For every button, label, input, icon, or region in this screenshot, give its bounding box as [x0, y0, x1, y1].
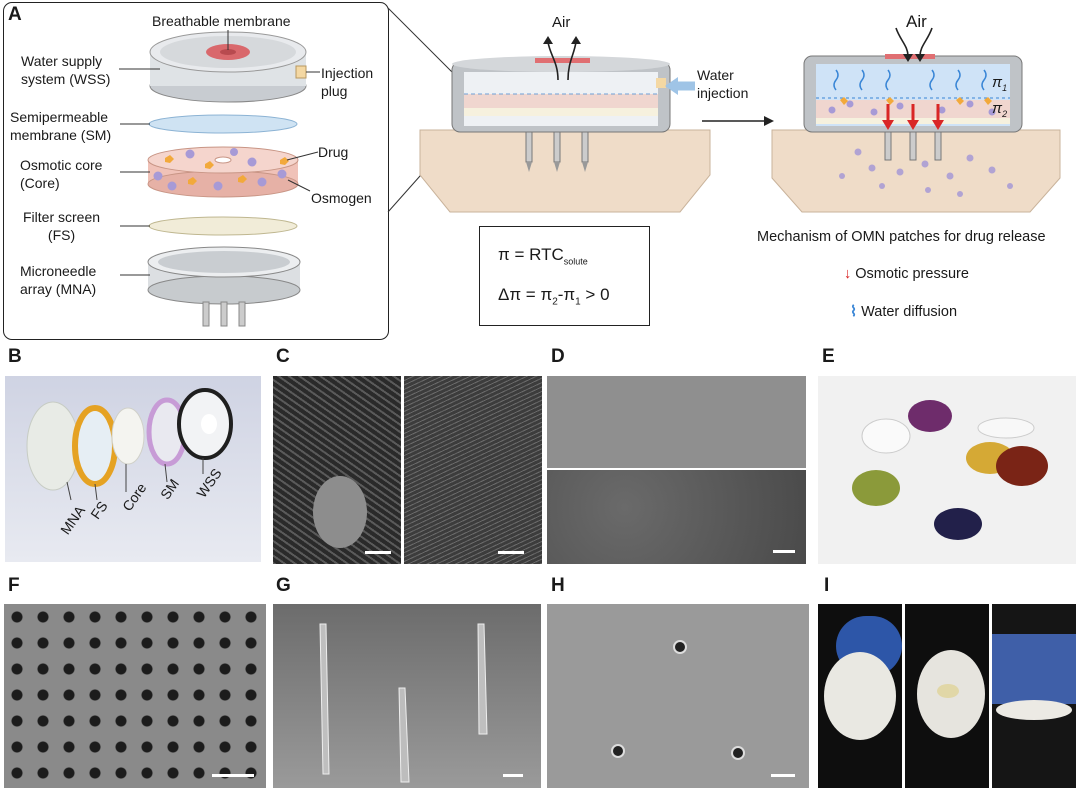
label-sm: Semipermeable membrane (SM) — [10, 108, 111, 144]
pore — [611, 744, 625, 758]
label-fs-1: Filter screen — [23, 209, 101, 225]
pore — [731, 746, 745, 760]
mid-water-1: Water — [697, 67, 734, 83]
label-core-2: (Core) — [20, 175, 60, 191]
scale-bar — [498, 551, 524, 554]
label-mna-2: array (MNA) — [20, 281, 97, 297]
eq2-b: -π — [557, 285, 576, 304]
eq2-c: > 0 — [580, 285, 610, 304]
red-arrow-icon: ↓ — [844, 266, 852, 282]
panel-label-b: B — [8, 346, 22, 367]
label-plug-1: Injection — [321, 65, 374, 81]
eq2-sub2: 1 — [575, 296, 581, 308]
label-core-1: Osmotic core — [20, 157, 103, 173]
label-wss-2: system (WSS) — [21, 71, 111, 87]
label-osmogen: Osmogen — [311, 190, 372, 206]
panel-label-f: F — [8, 575, 20, 596]
label-sm-2: membrane (SM) — [10, 127, 112, 143]
label-sm-1: Semipermeable — [10, 109, 109, 125]
pore — [673, 640, 687, 654]
legend-water-text: Water diffusion — [861, 304, 958, 320]
panel-label-h: H — [551, 575, 565, 596]
mid-air-label: Air — [552, 14, 571, 31]
exploded-diagram — [119, 30, 320, 327]
eq2-sub1: 2 — [552, 296, 558, 308]
pi2-symbol: π — [992, 100, 1003, 117]
panel-f-sem — [4, 604, 266, 788]
label-drug: Drug — [318, 144, 349, 160]
mid-water-2: injection — [697, 85, 749, 101]
legend-water: ⌇ Water diffusion — [850, 304, 957, 320]
equation-box: π = RTCsolute Δπ = π2-π1 > 0 — [479, 226, 650, 326]
eq1-main: π = RTC — [498, 245, 564, 264]
label-wss-1: Water supply — [21, 53, 103, 69]
scale-bar — [503, 774, 523, 777]
panel-label-c: C — [276, 346, 290, 367]
panel-c-sem-left — [273, 376, 401, 564]
label-core: Osmotic core (Core) — [20, 156, 102, 192]
panel-label-d: D — [551, 346, 565, 367]
panel-c-sem-right — [404, 376, 542, 564]
panel-i-photo-2 — [905, 604, 989, 788]
pi2-label: π2 — [992, 100, 1007, 119]
panel-b-image: MNA FS Core SM WSS — [5, 376, 261, 562]
scale-bar — [212, 774, 254, 777]
label-mna-1: Microneedle — [20, 263, 97, 279]
eq1-sub: solute — [563, 256, 588, 267]
label-fs: Filter screen (FS) — [23, 208, 100, 244]
water-diffusion-icon: ⌇ — [850, 304, 858, 320]
legend-osmotic-text: Osmotic pressure — [855, 266, 969, 282]
panel-i-photo-3 — [992, 604, 1076, 788]
label-mna: Microneedle array (MNA) — [20, 262, 96, 298]
device-diagram — [387, 7, 1061, 213]
mid-water-label: Water injection — [697, 66, 748, 102]
label-breathable: Breathable membrane — [152, 13, 291, 29]
panel-d-sem-bottom — [547, 470, 806, 564]
right-air-label: Air — [906, 12, 927, 31]
panel-i-photo-1 — [818, 604, 902, 788]
label-injection-plug: Injection plug — [321, 64, 373, 100]
eq2-a: Δπ = π — [498, 285, 553, 304]
label-plug-2: plug — [321, 83, 348, 99]
scale-bar — [773, 550, 795, 553]
panel-d-sem-top — [547, 376, 806, 468]
legend-osmotic: ↓ Osmotic pressure — [844, 266, 969, 282]
component-box — [3, 2, 389, 340]
panel-label-e: E — [822, 346, 835, 367]
pi1-sub: 1 — [1002, 83, 1008, 93]
panel-label-g: G — [276, 575, 291, 596]
pi1-symbol: π — [992, 74, 1003, 91]
scale-bar — [771, 774, 795, 777]
panel-g-sem — [273, 604, 541, 788]
panel-label-i: I — [824, 575, 830, 596]
scale-bar — [365, 551, 391, 554]
label-fs-2: (FS) — [47, 227, 76, 243]
label-wss: Water supply system (WSS) — [21, 52, 110, 88]
equation-2: Δπ = π2-π1 > 0 — [498, 285, 610, 307]
pi2-sub: 2 — [1002, 109, 1008, 119]
panel-h-sem — [547, 604, 809, 788]
pi1-label: π1 — [992, 74, 1007, 93]
equation-1: π = RTCsolute — [498, 245, 588, 266]
mechanism-title: Mechanism of OMN patches for drug releas… — [757, 229, 1046, 245]
panel-e-image — [818, 376, 1076, 564]
